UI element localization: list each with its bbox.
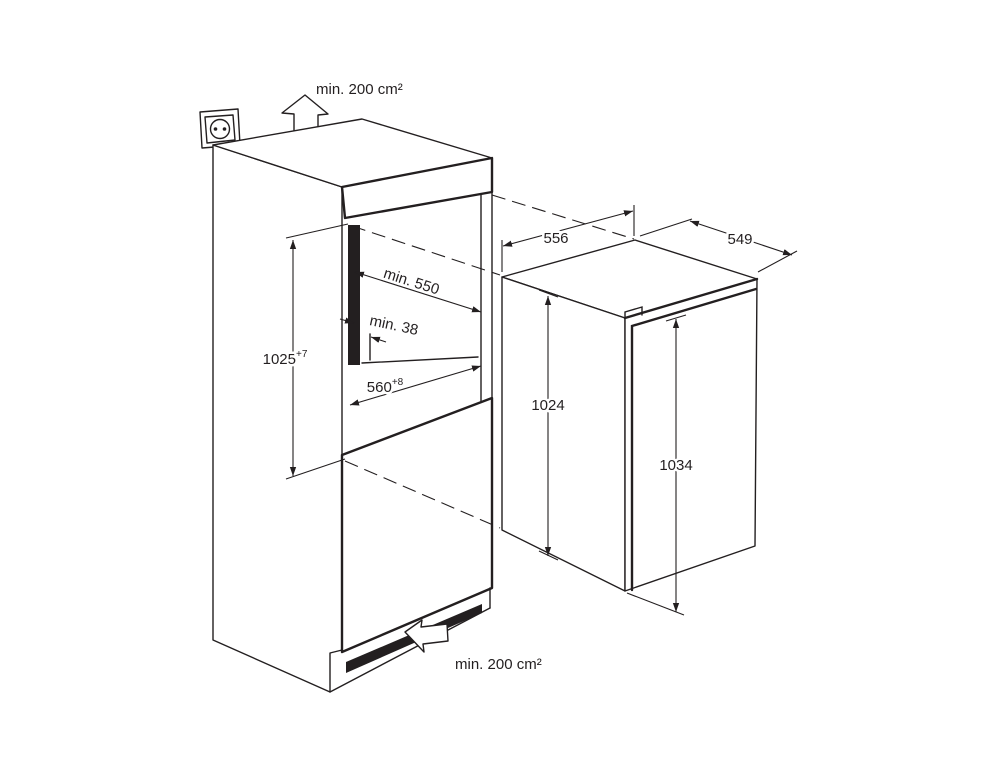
body-height-ext-top [538, 289, 559, 298]
socket-pin-left [213, 127, 218, 131]
niche-height-tolerance: +7 [296, 349, 308, 360]
width-dim-line [502, 210, 634, 247]
appliance-side-panel [501, 276, 626, 592]
niche-width-dim-line [349, 365, 482, 406]
top-vent-label: min. 200 cm² [316, 81, 403, 98]
projection-line-top-front [351, 225, 501, 276]
housing-cabinet [212, 118, 494, 693]
socket-pin-right [222, 127, 227, 131]
rear-vent-strip [348, 225, 360, 365]
body-height-label: 1024 [531, 397, 564, 414]
cabinet-side-panel [212, 144, 343, 693]
cabinet-lower-door [340, 396, 494, 654]
width-label: 556 [543, 230, 568, 247]
rear-gap-arrow-right [370, 336, 387, 343]
niche-width-tolerance: +8 [392, 377, 404, 388]
bottom-vent-label: min. 200 cm² [455, 656, 542, 673]
door-height-ext-top [665, 314, 687, 322]
niche-top-edge [344, 193, 482, 219]
niche-depth-label: min. 550 [381, 265, 441, 299]
appliance-door-hinge-notch [624, 306, 643, 319]
niche-width-value: 560 [367, 379, 392, 396]
plinth-bottom-edge [329, 607, 491, 693]
appliance-front [624, 278, 758, 592]
appliance-door-edge [630, 287, 758, 592]
power-socket-icon [199, 108, 241, 149]
projection-line-bottom [344, 460, 501, 529]
depth-dim-line [689, 220, 793, 256]
niche-width-label: 560+8 [367, 377, 404, 396]
appliance-dimensions: 556 549 1024 1034 [501, 205, 798, 616]
door-height-label: 1034 [659, 457, 692, 474]
rear-gap-label: min. 38 [368, 312, 420, 339]
rear-gap-arrow-left [339, 317, 355, 324]
refrigerator-appliance [501, 239, 759, 592]
niche-rear-bottom-edge [361, 356, 479, 364]
bottom-vent-arrow-icon [404, 619, 449, 653]
appliance-top-front-edge [623, 277, 759, 320]
socket-face [209, 118, 231, 140]
niche-height-value: 1025 [263, 351, 296, 368]
depth-label: 549 [727, 231, 752, 248]
niche-depth-dim-line [354, 271, 482, 313]
niche-height-label: 1025+7 [263, 349, 308, 368]
niche-height-ext-top [285, 223, 349, 239]
depth-ext-left [639, 218, 693, 237]
